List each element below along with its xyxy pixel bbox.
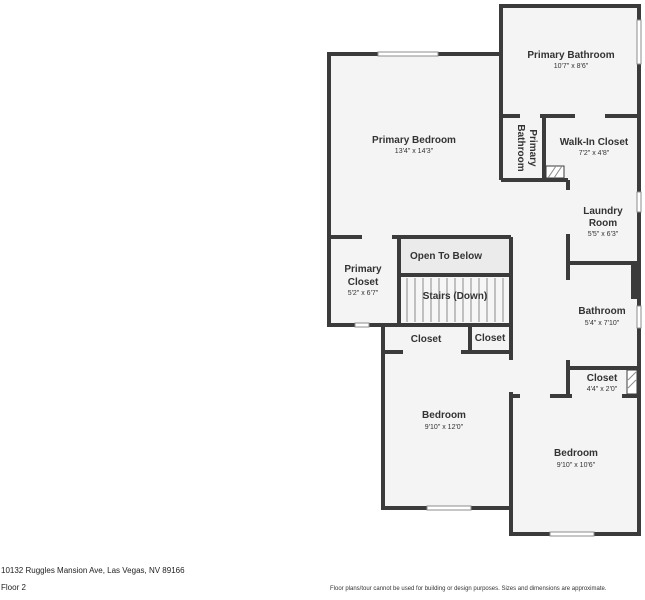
primary-closet-name-line2: Closet: [348, 277, 379, 288]
primary-closet-name-line1: Primary: [344, 264, 382, 275]
closet-b-name: Closet: [475, 333, 506, 344]
primary-bathroom-small-line2: Bathroom: [515, 124, 526, 171]
laundry-room-dims: 5'5" x 6'3": [588, 231, 619, 238]
property-address: 10132 Ruggles Mansion Ave, Las Vegas, NV…: [1, 566, 185, 575]
stairs-treads: [399, 277, 511, 323]
room-fills: [329, 6, 639, 534]
closet-a-name: Closet: [411, 334, 442, 345]
walk-in-closet-dims: 7'2" x 4'8": [579, 150, 610, 157]
primary-bathroom-dims: 10'7" x 8'6": [554, 63, 589, 70]
closet-c-dims: 4'4" x 2'0": [587, 386, 618, 393]
open-to-below-name: Open To Below: [410, 251, 482, 262]
primary-bathroom-small-label: Primary Bathroom: [515, 124, 538, 171]
open-to-below-area: [399, 237, 511, 275]
stairs-name: Stairs (Down): [423, 291, 487, 302]
door-openings: [362, 114, 622, 398]
hatched-shafts: [545, 165, 638, 395]
disclaimer-text: Floor plans/tour cannot be used for buil…: [330, 586, 607, 592]
bedroom-right-name: Bedroom: [554, 448, 598, 459]
bathroom-name: Bathroom: [578, 306, 625, 317]
bedroom-left-name: Bedroom: [422, 410, 466, 421]
primary-bedroom-dims: 13'4" x 14'3": [395, 148, 434, 155]
laundry-room-name-line1: Laundry: [583, 206, 623, 217]
bathroom-dims: 5'4" x 7'10": [585, 320, 620, 327]
floor-label: Floor 2: [1, 583, 26, 592]
bedroom-left-dims: 9'10" x 12'0": [425, 424, 464, 431]
laundry-room-name-line2: Room: [589, 218, 617, 229]
windows: [354, 19, 642, 537]
bedroom-right-dims: 9'10" x 10'6": [557, 462, 596, 469]
primary-bathroom-name: Primary Bathroom: [527, 50, 614, 61]
closet-c-name: Closet: [587, 373, 618, 384]
primary-bedroom-name: Primary Bedroom: [372, 135, 456, 146]
walk-in-closet-name: Walk-In Closet: [560, 137, 629, 148]
primary-bathroom-small-line1: Primary: [527, 129, 538, 167]
primary-closet-dims: 5'2" x 6'7": [348, 290, 379, 297]
